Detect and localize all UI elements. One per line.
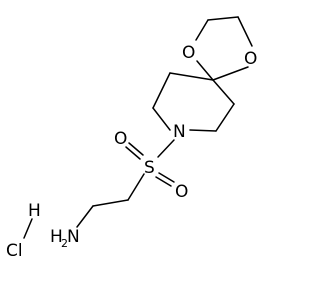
atom-sulfur: S (144, 158, 155, 178)
bond-c1-c2 (207, 16, 239, 21)
atom-o-sulfonyl-right: O (175, 182, 188, 202)
bond-n-s (157, 139, 175, 158)
bond-c5-o1 (196, 60, 214, 81)
sulfonyl-group (125, 139, 175, 187)
piperidine-ring (152, 72, 235, 132)
atom-o-sulfonyl-left: O (114, 129, 127, 149)
bond-s-o-right-b (155, 176, 172, 187)
bond-c6-c7 (215, 103, 235, 132)
atom-o-ring-left: O (182, 43, 195, 63)
bond-ca-cb (92, 199, 129, 207)
bond-c7-c5 (212, 79, 235, 105)
ethyl-chain (76, 173, 145, 228)
bond-c2-n (152, 107, 171, 131)
bond-o2-c5 (212, 66, 249, 81)
bond-c5-c3 (169, 72, 214, 81)
structure-svg: O O N S O O H 2 N H Cl (6, 16, 257, 261)
bond-s-o-left-a (128, 142, 144, 156)
bond-cb-n (76, 205, 94, 228)
bond-h-cl (23, 218, 33, 239)
atom-amine-n: N (67, 227, 80, 247)
bond-n-c6 (189, 129, 217, 132)
bond-s-ca (127, 173, 145, 201)
bond-c3-c2 (152, 72, 171, 109)
atom-salt-cl: Cl (6, 241, 23, 261)
atom-salt-h: H (28, 201, 41, 221)
bond-c2-o2 (237, 16, 253, 47)
atom-n-ring: N (173, 122, 186, 142)
bond-s-o-right-a (158, 172, 175, 183)
bond-o1-c1 (195, 19, 209, 41)
dioxolane-ring (195, 16, 253, 81)
atom-o-ring-right: O (244, 49, 257, 69)
molecule-diagram: O O N S O O H 2 N H Cl (6, 16, 257, 261)
bond-s-o-left-b (125, 146, 141, 160)
atom-amine-h: H (50, 227, 63, 247)
atom-amine-h-count: 2 (61, 237, 68, 250)
